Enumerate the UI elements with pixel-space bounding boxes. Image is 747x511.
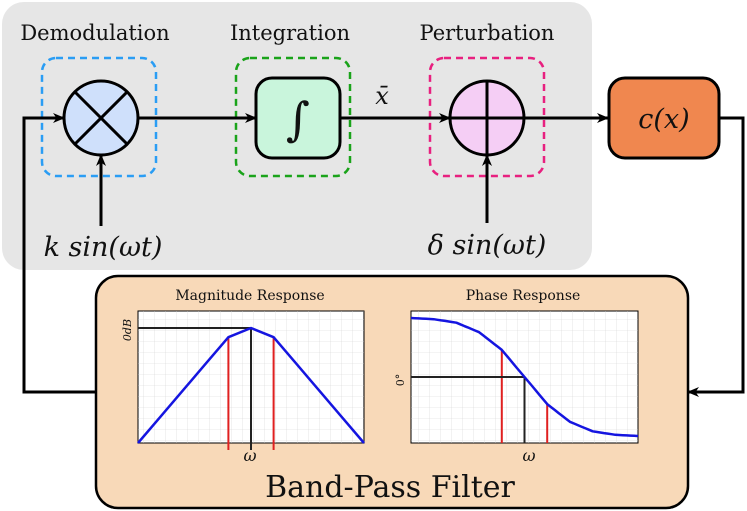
magnitude-xlabel: ω [243,446,256,465]
xbar-label: x̄ [375,82,389,110]
perturbation-label: Perturbation [420,21,555,45]
integrator-block[interactable] [254,76,342,160]
perturbation-signal-label: δ sin(ωt) [428,230,547,261]
multiplier-block[interactable] [62,79,140,157]
phase-chart-title: Phase Response [466,288,581,304]
phase-xlabel: ω [522,446,535,465]
response-curve [137,326,365,444]
demodulation-label: Demodulation [20,21,169,45]
summer-block[interactable] [448,79,526,157]
filter-title: Band-Pass Filter [265,470,515,505]
magnitude-chart-title: Magnitude Response [175,288,324,304]
phase-ylabel: 0° [394,374,407,387]
magnitude-ylabel: 0dB [121,319,134,341]
integration-label: Integration [230,21,350,45]
demod-signal-label: k sin(ωt) [44,232,163,263]
feedback-wire [22,113,96,394]
cost-function-block[interactable] [607,76,721,160]
magnitude-chart: Magnitude Response 0dB ω [121,288,365,465]
phase-chart: Phase Response 0° ω [394,288,639,465]
response-curve [410,316,639,438]
wire-cost-to-filter [687,116,745,397]
integral-symbol: ∫ [286,92,310,146]
cost-function-label: c(x) [638,104,689,135]
